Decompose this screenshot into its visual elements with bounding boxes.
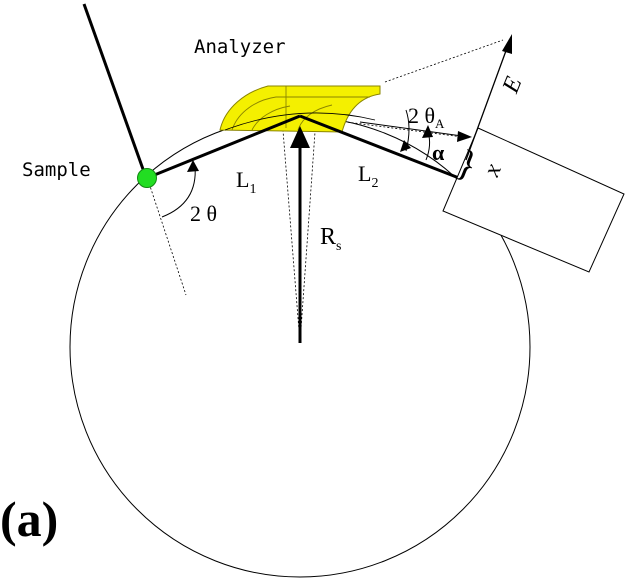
incoming-beam-line [82,3,146,173]
rs-label-main: R [320,224,336,250]
sample-label: Sample [22,159,91,181]
upper-ray-line [359,121,463,137]
rs-arrow-head [290,126,310,148]
two-theta-a-label-main: 2 θ [408,103,435,128]
two-theta-arc [161,165,196,218]
alpha-arrow-head [422,125,433,138]
two-theta-a-label: 2 θA [408,103,445,131]
two-theta-label: 2 θ [190,201,217,226]
rs-dotted-right [299,117,317,344]
l1-beam-path [146,114,301,180]
l1-label-main: L [236,167,249,192]
e-axis-line [465,47,508,161]
two-theta-a-arrow-head [400,140,411,152]
alpha-label: α [432,140,445,165]
sample-dot [137,168,157,188]
panel-label: (a) [0,491,58,547]
detector-box [442,127,625,273]
l2-label: L2 [358,161,378,191]
analyzer-inner-curve-3 [297,104,333,131]
e-axis-arrow-head [502,34,512,54]
sample-normal-dotted-line [147,179,187,296]
analyzer-top-dotted-line [384,39,504,83]
l1-label: L1 [236,167,256,197]
two-theta-a-label-sub: A [435,116,445,131]
rs-label: Rs [320,224,341,254]
l1-label-sub: 1 [249,182,256,197]
analyzer-inner-curve-1 [231,96,370,131]
two-theta-arrow-head [187,160,199,172]
rs-label-sub: s [336,239,341,254]
rs-dotted-left [281,117,301,344]
analyzer-crystal [219,85,381,133]
analyzer-arc [224,112,376,131]
analyzer-label: Analyzer [194,36,286,58]
l2-label-main: L [358,161,371,186]
l2-label-sub: 2 [371,176,378,191]
upper-ray-arrow-head [457,131,472,142]
l2-beam-path [299,114,460,180]
e-label: E [498,73,528,98]
